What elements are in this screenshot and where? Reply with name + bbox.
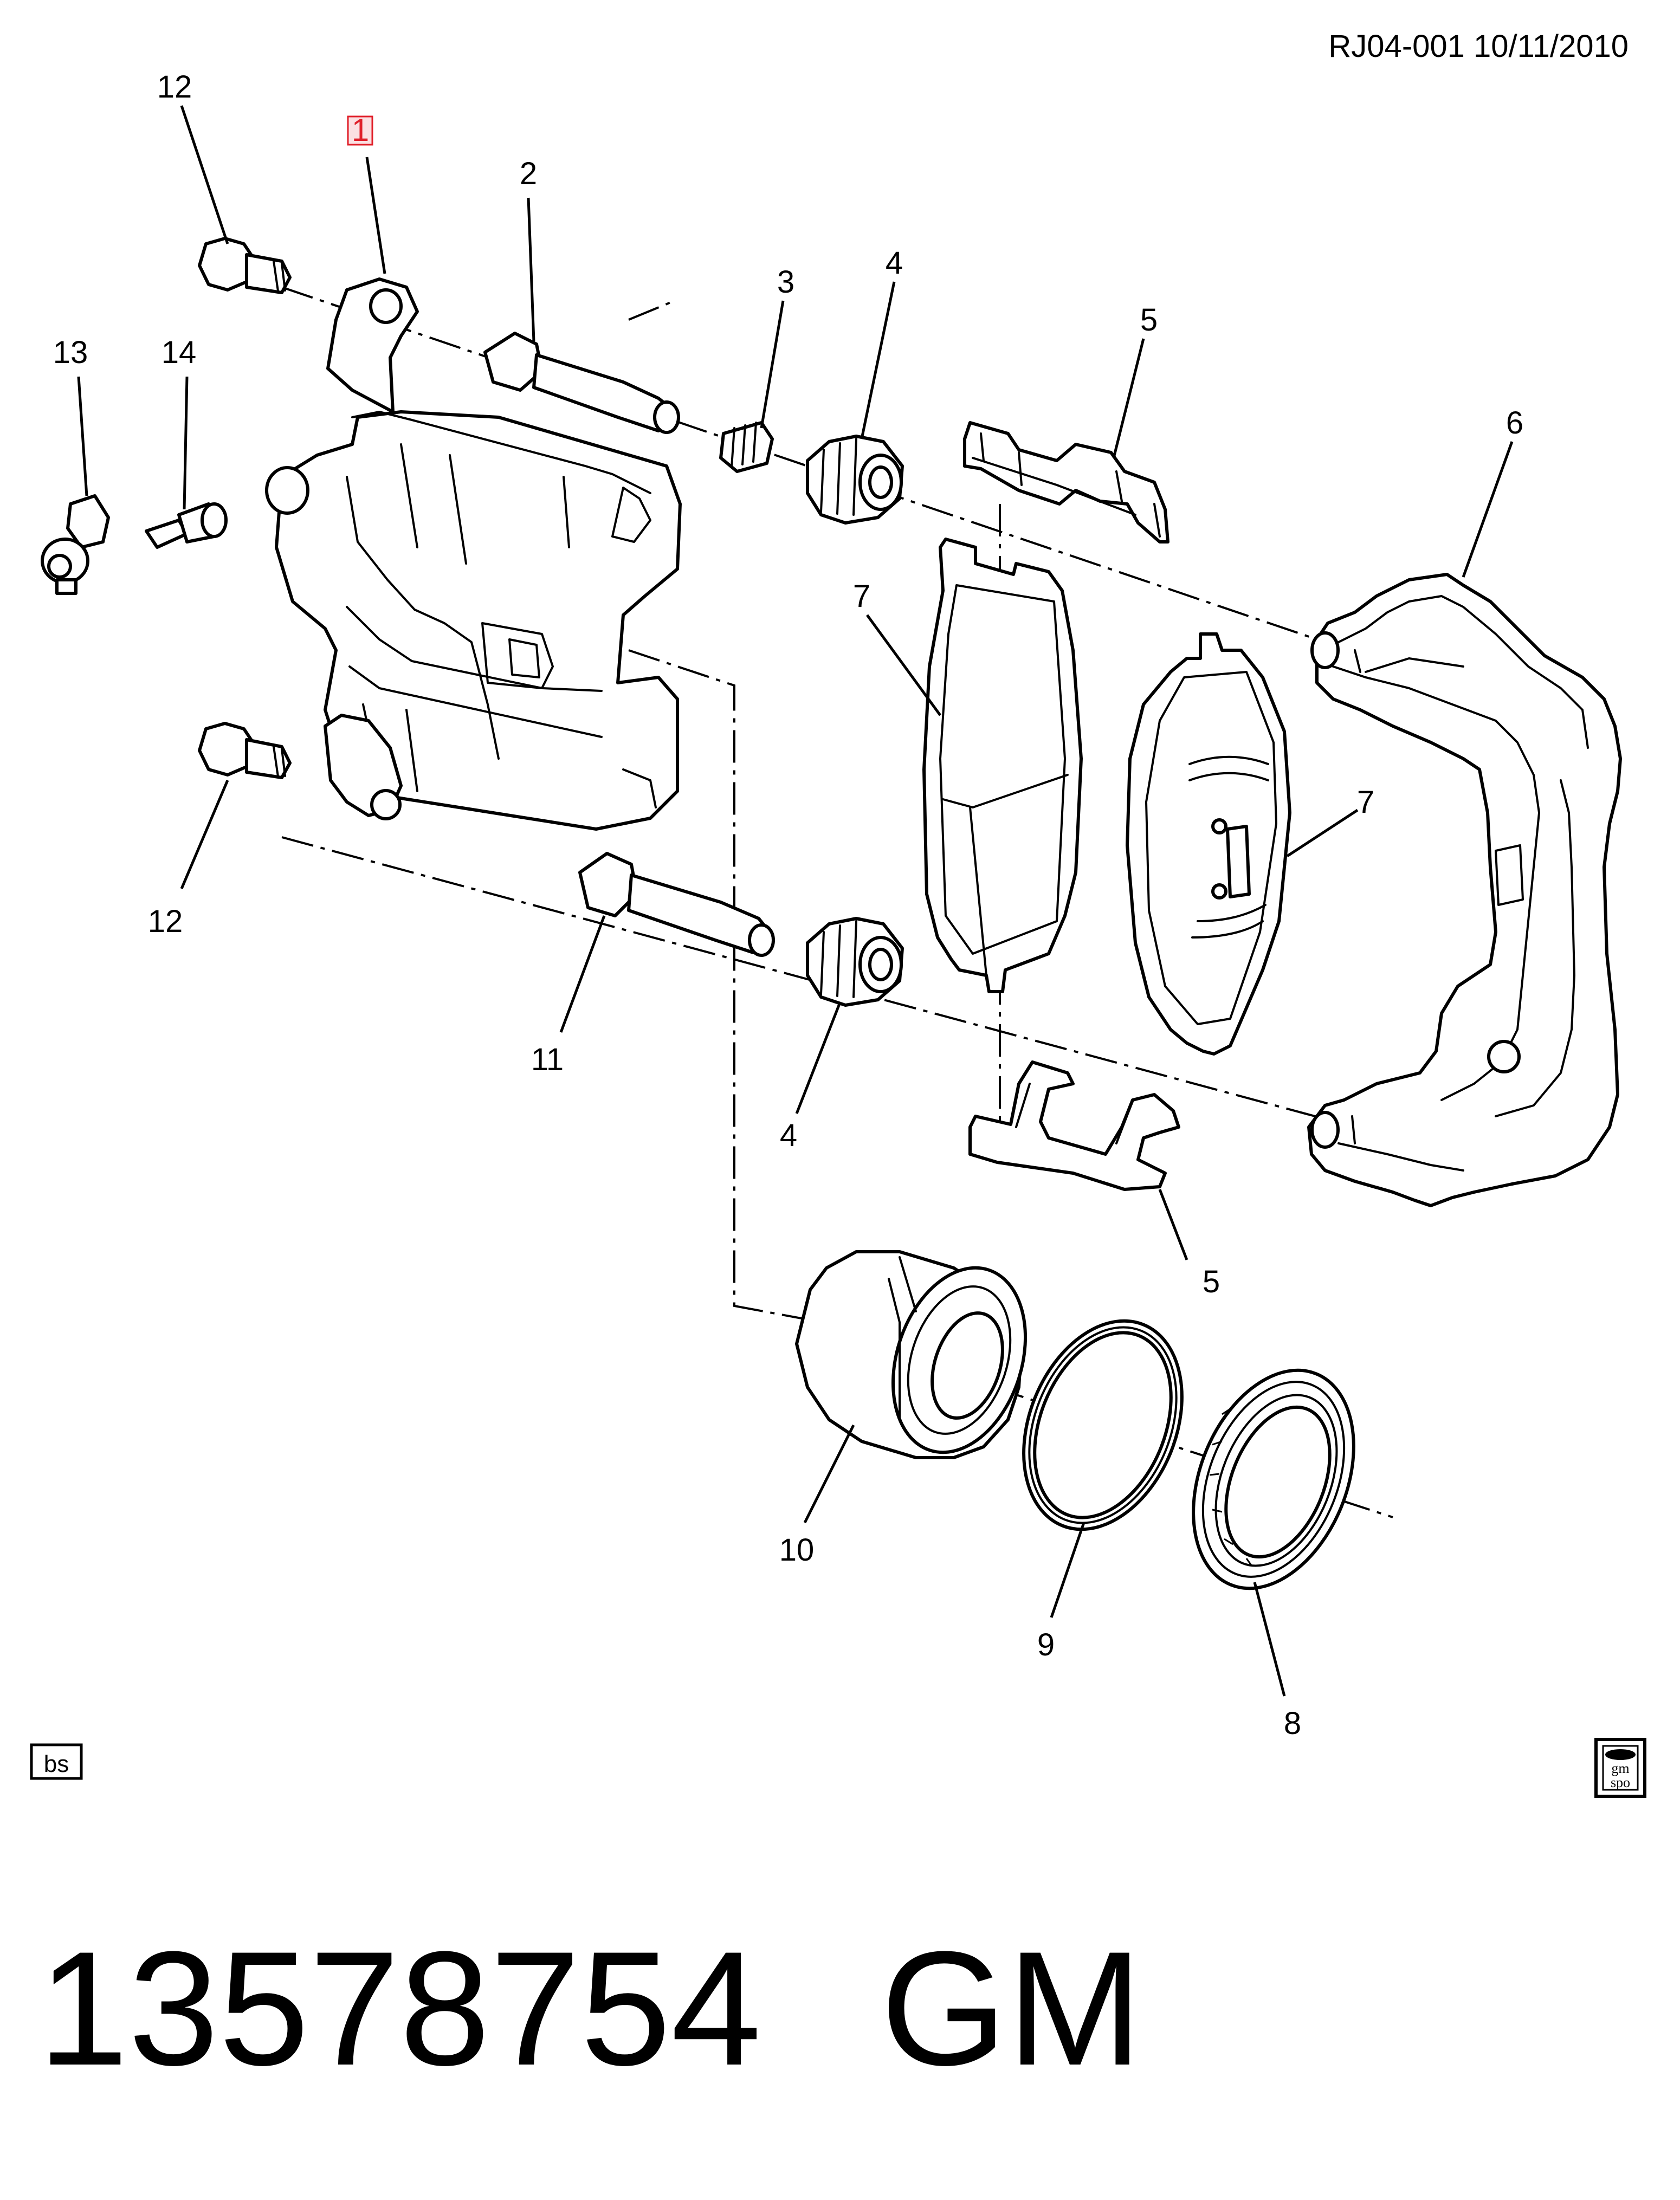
- callout-6: 6: [1506, 405, 1523, 441]
- callout-7-left: 7: [853, 579, 870, 614]
- pad-clip-lower: [968, 1060, 1180, 1191]
- gm-spo-logo: gm spo: [1594, 1738, 1646, 1798]
- svg-text:gm: gm: [1611, 1761, 1629, 1776]
- svg-text:spo: spo: [1611, 1775, 1630, 1790]
- bleeder-valve: [145, 502, 228, 549]
- caliper-piston: [795, 1250, 1028, 1459]
- caliper-bracket: [1307, 573, 1622, 1207]
- callout-labels: 12 1 2 3 4 5 6 13 14 7 7 12 11 4 5 10 9 …: [53, 69, 1523, 1741]
- guide-pin-sleeve: [719, 421, 774, 473]
- callout-9: 9: [1037, 1627, 1055, 1662]
- part-number: 13578754: [38, 1917, 761, 2099]
- bolt-lower: [198, 722, 292, 779]
- callout-1-highlight: [347, 115, 373, 146]
- guide-pin-lower: [578, 852, 775, 957]
- callout-11: 11: [531, 1042, 564, 1077]
- callout-7-right: 7: [1357, 785, 1374, 820]
- callout-2: 2: [520, 156, 537, 191]
- callout-14: 14: [161, 335, 197, 370]
- guide-pin-upper: [483, 332, 680, 434]
- callout-1: 1: [352, 113, 369, 148]
- brand-name: GM: [881, 1917, 1142, 2099]
- guide-pin-boot-lower: [806, 917, 904, 1007]
- diagram-reference: RJ04-001 10/11/2010: [1328, 29, 1629, 64]
- brake-pad-outer: [922, 538, 1083, 993]
- piston-dust-boot: [1192, 1368, 1355, 1590]
- caliper-housing: [265, 277, 682, 831]
- bs-badge: bs: [30, 1743, 83, 1780]
- brake-pad-inner: [1126, 632, 1291, 1056]
- bolt-upper: [198, 237, 292, 294]
- guide-pin-boot-upper: [806, 435, 904, 525]
- callout-13: 13: [53, 335, 88, 370]
- callout-8: 8: [1284, 1706, 1301, 1741]
- callout-4-bottom: 4: [780, 1118, 797, 1153]
- callout-12-top: 12: [157, 69, 192, 105]
- bleeder-cap: [41, 494, 110, 595]
- pad-clip-upper: [963, 421, 1169, 543]
- svg-text:bs: bs: [44, 1751, 69, 1777]
- callout-5-top: 5: [1140, 302, 1158, 338]
- leader-lines: [77, 105, 1514, 1697]
- callout-5-bottom: 5: [1203, 1264, 1220, 1299]
- callout-3: 3: [777, 264, 794, 300]
- callout-4-top: 4: [886, 245, 903, 281]
- callout-12-bottom: 12: [148, 904, 183, 939]
- piston-seal: [1022, 1319, 1184, 1531]
- callout-10: 10: [779, 1532, 815, 1568]
